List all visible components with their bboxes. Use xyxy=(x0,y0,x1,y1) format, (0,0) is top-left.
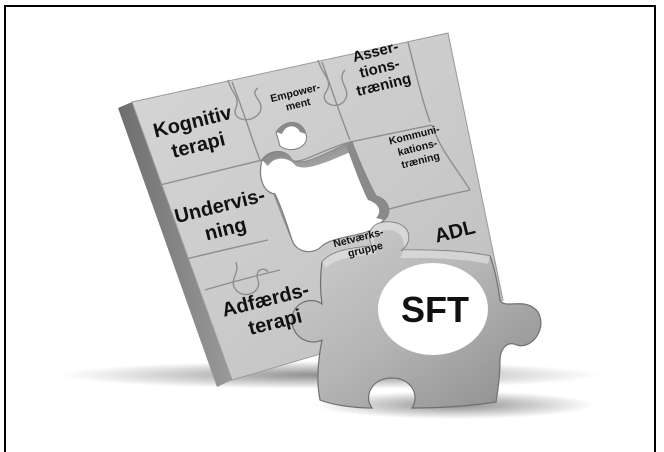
label-assertion: Asser- tions- træning xyxy=(351,38,413,100)
knob-hole-edge xyxy=(276,122,306,134)
board-edge xyxy=(118,102,232,387)
sft-label: SFT xyxy=(401,289,469,330)
sft-piece xyxy=(291,221,542,409)
sft-label-bg xyxy=(378,263,488,355)
knob-hole xyxy=(275,122,307,150)
hole-edge-top xyxy=(262,142,356,168)
slide-frame xyxy=(4,5,656,452)
hole-edge-right xyxy=(346,142,389,220)
